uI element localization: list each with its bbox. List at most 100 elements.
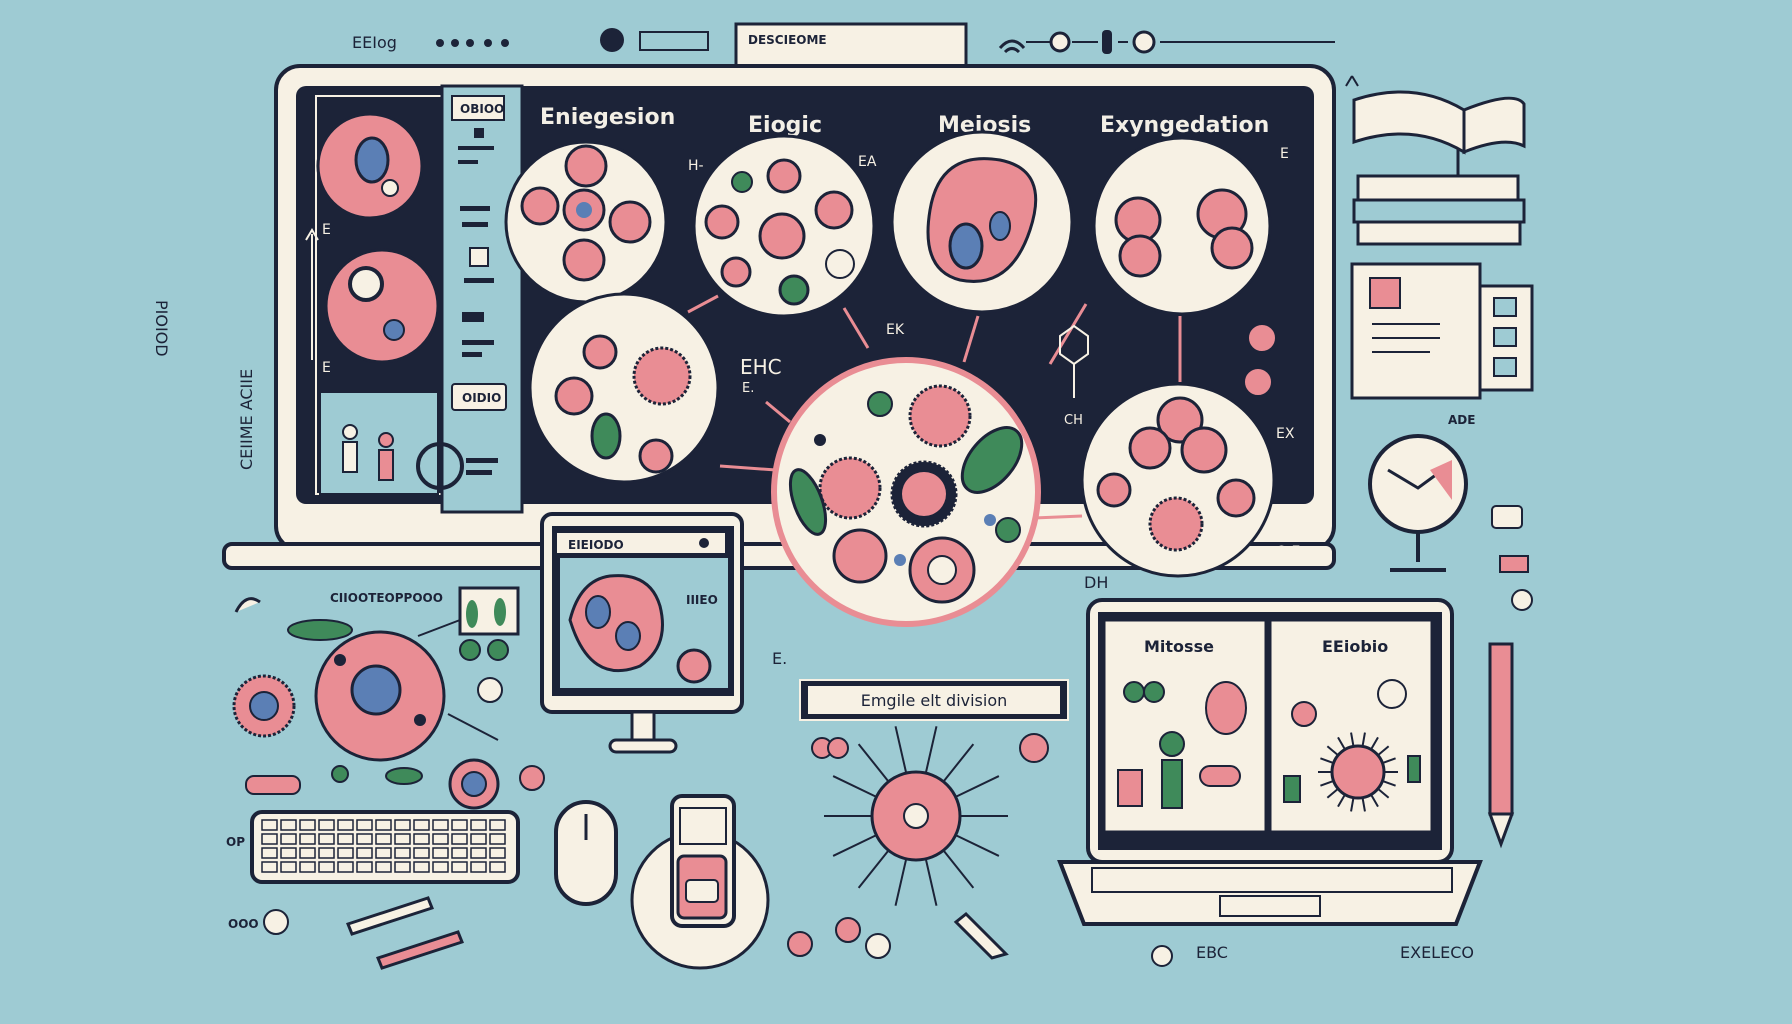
keyboard-key[interactable] [299,847,316,859]
settings-circle-icon[interactable] [1049,31,1071,53]
cell-diagram-large[interactable] [314,630,446,762]
keyboard-key[interactable] [318,847,335,859]
keyboard-key[interactable] [489,861,506,873]
keyboard-key[interactable] [337,833,354,845]
keyboard-key[interactable] [375,819,392,831]
book-stack-icon [1352,90,1526,246]
sidebar-button[interactable] [451,95,505,121]
stage-cell-4[interactable] [1092,136,1272,316]
keyboard-key[interactable] [432,861,449,873]
spike-line [1382,757,1396,765]
keyboard-key[interactable] [337,847,354,859]
sidebar-bottom-label: E [322,360,331,376]
keyboard-key[interactable] [280,819,297,831]
keyboard-key[interactable] [261,861,278,873]
laptop-left-page-title: Mitosse [1144,637,1214,656]
mouse[interactable] [554,800,618,906]
spike-line [1337,736,1346,750]
sidebar-cell-2[interactable] [324,248,440,364]
record-icon[interactable] [600,28,624,52]
keyboard-key[interactable] [337,861,354,873]
stage-title-4: Exyngedation [1100,113,1269,138]
keyboard-key[interactable] [489,833,506,845]
keyboard-key[interactable] [318,819,335,831]
keyboard-key[interactable] [432,833,449,845]
trackpad[interactable] [1219,895,1321,917]
keyboard-key[interactable] [470,833,487,845]
keyboard[interactable] [250,810,520,884]
sidebar-cell-1[interactable] [316,112,424,220]
keyboard-key[interactable] [394,847,411,859]
sidebar-button-2[interactable] [451,383,507,411]
keyboard-key[interactable] [394,819,411,831]
laptop-right-illustrations [1283,679,1421,812]
spike-line [1361,797,1366,812]
stage-cell-3[interactable] [890,130,1074,314]
keyboard-key[interactable] [470,861,487,873]
spike-line [1377,745,1390,757]
keyboard-key[interactable] [413,833,430,845]
label-ch: CH [1064,413,1083,428]
spike-line [942,849,975,889]
keyboard-key[interactable] [432,847,449,859]
keyboard-key[interactable] [470,819,487,831]
keyboard-key[interactable] [451,819,468,831]
small-monitor[interactable]: EIEIODO IIIEO [540,512,744,754]
stage-cell-1[interactable] [504,140,668,304]
virus-diagram[interactable] [824,726,1008,906]
keyboard-key[interactable] [394,833,411,845]
stage-title-1: Eniegesion [540,105,675,130]
banner-text: Emgile elt division [861,691,1008,710]
keyboard-key[interactable] [489,819,506,831]
spike-line [1361,732,1366,747]
division-banner: Emgile elt division [799,679,1069,721]
keyboard-key[interactable] [299,819,316,831]
keyboard-key[interactable] [280,833,297,845]
stage-cell-6[interactable] [1080,382,1276,578]
keyboard-key[interactable] [261,833,278,845]
cell-diagram-small[interactable] [232,674,296,738]
sidebar-side-label: E [322,222,331,238]
keyboard-key[interactable] [261,847,278,859]
keyboard-key[interactable] [337,819,354,831]
keyboard-key[interactable] [489,847,506,859]
keyboard-key[interactable] [451,833,468,845]
keyboard-key[interactable] [261,819,278,831]
keyboard-key[interactable] [375,861,392,873]
stage-cell-2[interactable] [692,134,876,318]
tag-icon [1499,555,1529,573]
stage-cell-5[interactable] [528,292,720,484]
keyboard-key[interactable] [280,861,297,873]
spike-line [955,775,1000,798]
keyboard-key[interactable] [318,861,335,873]
laptop[interactable]: Mitosse EEiobio [1057,598,1483,926]
keyboard-key[interactable] [299,833,316,845]
cell-diagram-label: CIIOOTEOPPOOO [330,591,443,605]
keyboard-key[interactable] [451,861,468,873]
central-cell[interactable] [771,357,1041,627]
pencil-vertical-icon [1487,642,1515,849]
keyboard-key[interactable] [413,861,430,873]
keyboard-key[interactable] [318,833,335,845]
label-ex: EX [1276,426,1295,442]
keyboard-key[interactable] [280,847,297,859]
keyboard-key[interactable] [375,833,392,845]
keyboard-key[interactable] [356,819,373,831]
keyboard-key[interactable] [451,847,468,859]
label-ehc: EHC [740,355,782,379]
keyboard-key[interactable] [394,861,411,873]
keyboard-key[interactable] [413,819,430,831]
spike-line [942,743,975,783]
keyboard-key[interactable] [299,861,316,873]
keyboard-key[interactable] [413,847,430,859]
profile-circle-icon[interactable] [1132,30,1156,54]
flow-arrows [687,294,1182,520]
keyboard-key[interactable] [356,861,373,873]
keyboard-key[interactable] [432,819,449,831]
phone[interactable] [630,794,770,970]
document-icon [1350,262,1534,400]
keyboard-key[interactable] [356,833,373,845]
keyboard-key[interactable] [375,847,392,859]
keyboard-key[interactable] [470,847,487,859]
keyboard-key[interactable] [356,847,373,859]
